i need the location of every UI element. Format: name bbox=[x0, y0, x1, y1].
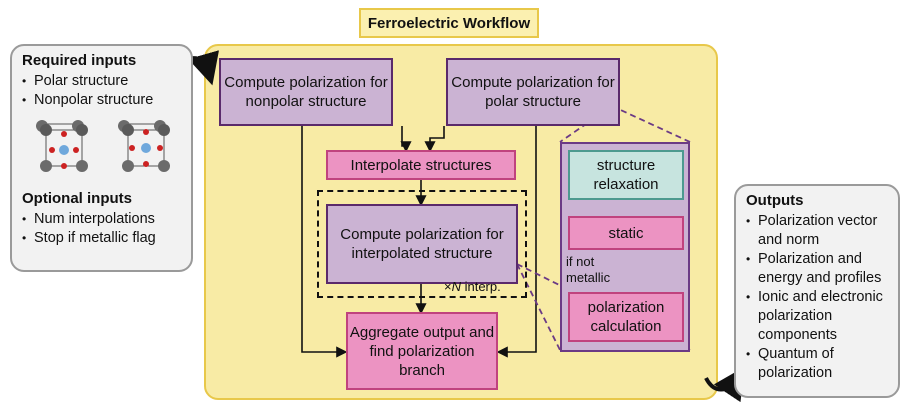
inputs-panel: Required inputs Polar structure Nonpolar… bbox=[10, 44, 193, 272]
outputs-heading: Outputs bbox=[746, 192, 804, 209]
if-not-metallic-label: if not metallic bbox=[566, 254, 611, 285]
nonpolar-structure-icon bbox=[118, 120, 170, 172]
list-item: Ionic and electronic polarization compon… bbox=[746, 288, 888, 345]
edge-nonpolar-interpolate bbox=[401, 126, 406, 147]
outputs-list: Polarization vector and norm Polarizatio… bbox=[746, 212, 888, 383]
list-item: Polarization vector and norm bbox=[746, 212, 888, 250]
edge-nonpolar-aggregate bbox=[301, 126, 348, 358]
output-curved-arrow bbox=[704, 366, 745, 402]
list-item: Nonpolar structure bbox=[22, 91, 181, 110]
aggregate-node: Aggregate output and find polarization b… bbox=[346, 312, 498, 390]
structure-relaxation-node: structure relaxation bbox=[568, 150, 684, 200]
crystal-structure-icons bbox=[36, 120, 170, 172]
polar-structure-icon bbox=[36, 120, 88, 172]
list-item: Polarization and energy and profiles bbox=[746, 250, 888, 288]
polarization-calculation-node: polarization calculation bbox=[568, 292, 684, 342]
edge-polar-interpolate bbox=[424, 126, 445, 153]
optional-inputs-list: Num interpolations Stop if metallic flag bbox=[22, 210, 181, 248]
static-node: static bbox=[568, 216, 684, 250]
workflow-title: Ferroelectric Workflow bbox=[359, 8, 539, 38]
compute-polar-node: Compute polarization for polar structure bbox=[446, 58, 620, 126]
required-inputs-list: Polar structure Nonpolar structure bbox=[22, 72, 181, 110]
n-interp-label: ×N interp. bbox=[444, 279, 501, 294]
compute-nonpolar-node: Compute polarization for nonpolar struct… bbox=[219, 58, 393, 126]
list-item: Stop if metallic flag bbox=[22, 229, 181, 248]
required-inputs-heading: Required inputs bbox=[22, 52, 137, 69]
list-item: Quantum of polarization bbox=[746, 345, 888, 383]
interpolation-loop-box bbox=[317, 190, 527, 298]
optional-inputs-heading: Optional inputs bbox=[22, 190, 132, 207]
list-item: Polar structure bbox=[22, 72, 181, 91]
compute-interpolated-node: Compute polarization for interpolated st… bbox=[326, 204, 518, 284]
list-item: Num interpolations bbox=[22, 210, 181, 229]
outputs-panel: Outputs Polarization vector and norm Pol… bbox=[734, 184, 900, 398]
interpolate-node: Interpolate structures bbox=[326, 150, 516, 180]
edge-polar-aggregate bbox=[496, 126, 537, 358]
